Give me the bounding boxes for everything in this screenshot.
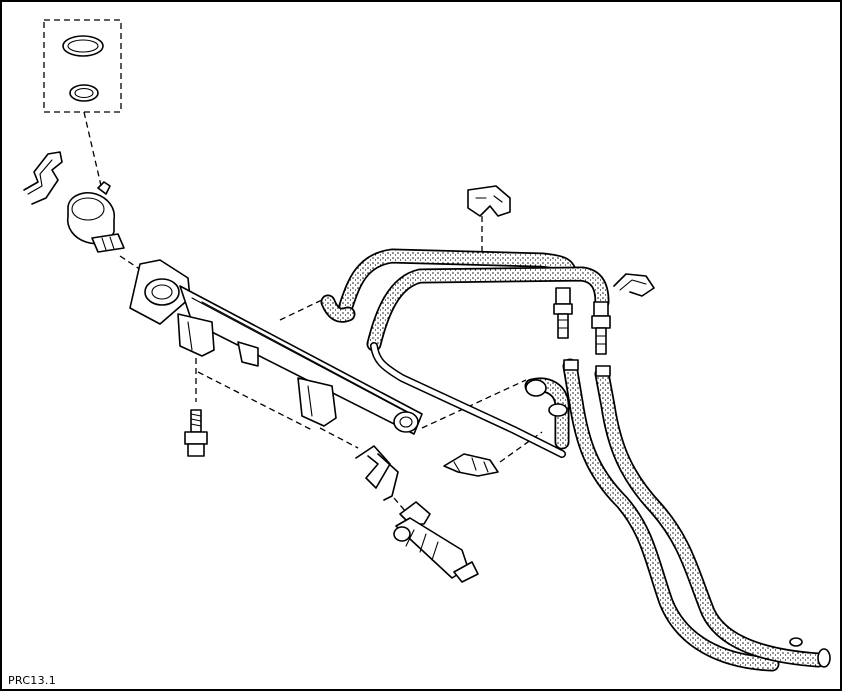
fuel-feed-hose <box>320 248 578 323</box>
quick-connector-left <box>553 287 573 339</box>
leader-clip-to-injector <box>393 497 407 513</box>
leader-rail-to-bolt <box>197 371 313 431</box>
injector-retaining-clip <box>355 445 399 501</box>
quick-connector-right <box>591 301 611 355</box>
leader-rail-end-to-hose <box>421 379 527 429</box>
o-ring-seal-kit <box>43 19 122 113</box>
o-ring-small-inner <box>74 87 94 99</box>
fuel-injector <box>393 501 479 583</box>
fuel-rail <box>129 259 423 435</box>
fuel-pressure-regulator <box>66 181 125 253</box>
regulator-retaining-clip <box>23 151 63 205</box>
return-pipe <box>370 342 566 458</box>
figure-reference-code: PRC13.1 <box>8 674 57 687</box>
fuel-supply-line <box>562 358 780 672</box>
pipe-clip-top <box>467 185 511 217</box>
leader-seal-to-regulator <box>83 111 103 191</box>
pipe-clip-right <box>613 273 655 297</box>
line-end-fittings <box>789 637 831 668</box>
elbow-hose-connector <box>524 377 570 450</box>
seal-kit-box <box>43 19 122 113</box>
o-ring-large-inner <box>67 39 99 53</box>
leader-rail-to-clip <box>319 427 359 449</box>
o-ring-large-outer <box>62 35 104 57</box>
o-ring-small-outer <box>69 84 99 102</box>
mounting-bolt <box>184 409 208 457</box>
fuel-return-line <box>594 365 826 668</box>
leader-rail-to-hose <box>279 297 327 321</box>
hose-clip-small <box>443 453 499 477</box>
fuel-return-hose <box>366 266 610 352</box>
